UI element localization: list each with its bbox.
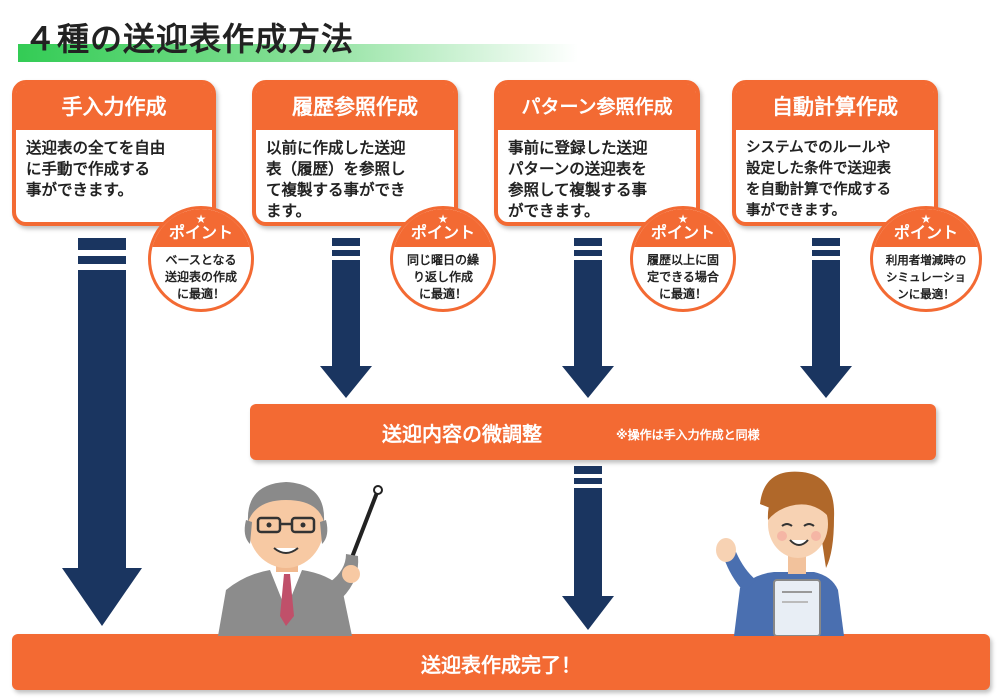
businesswoman-illustration <box>716 471 844 636</box>
point-line: に最適！ <box>658 287 707 301</box>
method-card-pattern: パターン参照作成 事前に登録した送迎 パターンの送迎表を 参照して複製する事 が… <box>494 80 700 226</box>
desc-line: ができます。 <box>508 202 600 220</box>
point-line: 送迎表の作成 <box>164 270 237 284</box>
point-label: ポイント <box>410 223 475 242</box>
desc-line: ます。 <box>266 202 311 220</box>
adjust-step-bar: 送迎内容の微調整 ※操作は手入力作成と同様 <box>250 404 936 460</box>
desc-line: を自動計算で作成する <box>746 182 891 198</box>
point-text: ベースとなる 送迎表の作成 に最適！ <box>151 247 251 303</box>
point-line: ベースとなる <box>165 253 237 267</box>
title-area: ４種の送迎表作成方法 <box>18 8 578 64</box>
star-icon: ★ <box>195 212 207 226</box>
point-label: ポイント <box>168 223 233 242</box>
title-underline <box>18 44 578 62</box>
point-line: り返し作成 <box>412 270 473 284</box>
point-badge-manual: ★ ポイント ベースとなる 送迎表の作成 に最適！ <box>148 206 254 312</box>
page-title: ４種の送迎表作成方法 <box>24 20 355 58</box>
arrow-down-2 <box>320 238 372 400</box>
method-description: 事前に登録した送迎 パターンの送迎表を 参照して複製する事 ができます。 <box>498 130 696 230</box>
star-icon: ★ <box>677 212 689 226</box>
method-title: 自動計算作成 <box>736 84 934 130</box>
method-description: 以前に作成した送迎 表（履歴）を参照し て複製する事ができ ます。 <box>256 130 454 230</box>
desc-line: 表（履歴）を参照し <box>266 160 406 178</box>
desc-line: パターンの送迎表を <box>508 160 647 178</box>
star-icon: ★ <box>920 212 932 226</box>
point-badge-history: ★ ポイント 同じ曜日の繰 り返し作成 に最適！ <box>390 206 496 312</box>
point-line: 同じ曜日の繰 <box>406 253 479 267</box>
method-description: 送迎表の全てを自由 に手動で作成する 事ができます。 <box>16 130 212 209</box>
desc-line: 以前に作成した送迎 <box>266 139 406 157</box>
arrow-down-3 <box>562 238 614 400</box>
final-step-bar: 送迎表作成完了！ <box>12 634 990 690</box>
point-line: に最適！ <box>418 287 467 301</box>
desc-line: 事ができます。 <box>26 181 133 199</box>
method-description: システムでのルールや 設定した条件で送迎表 を自動計算で作成する 事ができます。 <box>736 130 934 230</box>
desc-line: 参照して複製する事 <box>508 181 648 199</box>
point-badge-auto: ★ ポイント 利用者増減時の シミュレーショ ンに最適！ <box>870 206 982 312</box>
adjust-note: ※操作は手入力作成と同様 <box>616 428 760 442</box>
method-title: 履歴参照作成 <box>256 84 454 130</box>
point-label: ポイント <box>893 223 958 242</box>
desc-line: に手動で作成する <box>26 160 151 178</box>
method-card-auto: 自動計算作成 システムでのルールや 設定した条件で送迎表 を自動計算で作成する … <box>732 80 938 226</box>
star-icon: ★ <box>437 212 449 226</box>
point-line: 履歴以上に固 <box>646 253 719 267</box>
point-text: 利用者増減時の シミュレーショ ンに最適！ <box>873 247 979 303</box>
point-line: 利用者増減時の <box>885 253 967 267</box>
method-title: パターン参照作成 <box>498 84 696 130</box>
desc-line: 送迎表の全てを自由 <box>26 139 166 157</box>
final-label: 送迎表作成完了！ <box>421 653 581 677</box>
point-text: 同じ曜日の繰 り返し作成 に最適！ <box>393 247 493 303</box>
desc-line: 事ができます。 <box>746 203 847 219</box>
method-card-history: 履歴参照作成 以前に作成した送迎 表（履歴）を参照し て複製する事ができ ます。 <box>252 80 458 226</box>
point-badge-pattern: ★ ポイント 履歴以上に固 定できる場合 に最適！ <box>630 206 736 312</box>
businessman-illustration <box>218 482 383 636</box>
desc-line: 事前に登録した送迎 <box>508 139 648 157</box>
arrow-down-1 <box>62 238 142 628</box>
desc-line: 設定した条件で送迎表 <box>746 161 891 177</box>
method-title: 手入力作成 <box>16 84 212 130</box>
point-line: に最適！ <box>176 287 225 301</box>
desc-line: システムでのルールや <box>746 140 891 156</box>
method-card-manual: 手入力作成 送迎表の全てを自由 に手動で作成する 事ができます。 <box>12 80 216 226</box>
point-line: 定できる場合 <box>647 270 719 284</box>
arrow-down-4 <box>800 238 852 400</box>
point-line: シミュレーショ <box>885 270 967 284</box>
adjust-label: 送迎内容の微調整 <box>382 422 542 446</box>
point-text: 履歴以上に固 定できる場合 に最適！ <box>633 247 733 303</box>
point-label: ポイント <box>650 223 715 242</box>
point-line: ンに最適！ <box>897 287 955 301</box>
desc-line: て複製する事ができ <box>266 181 406 199</box>
arrow-down-5 <box>562 466 614 630</box>
